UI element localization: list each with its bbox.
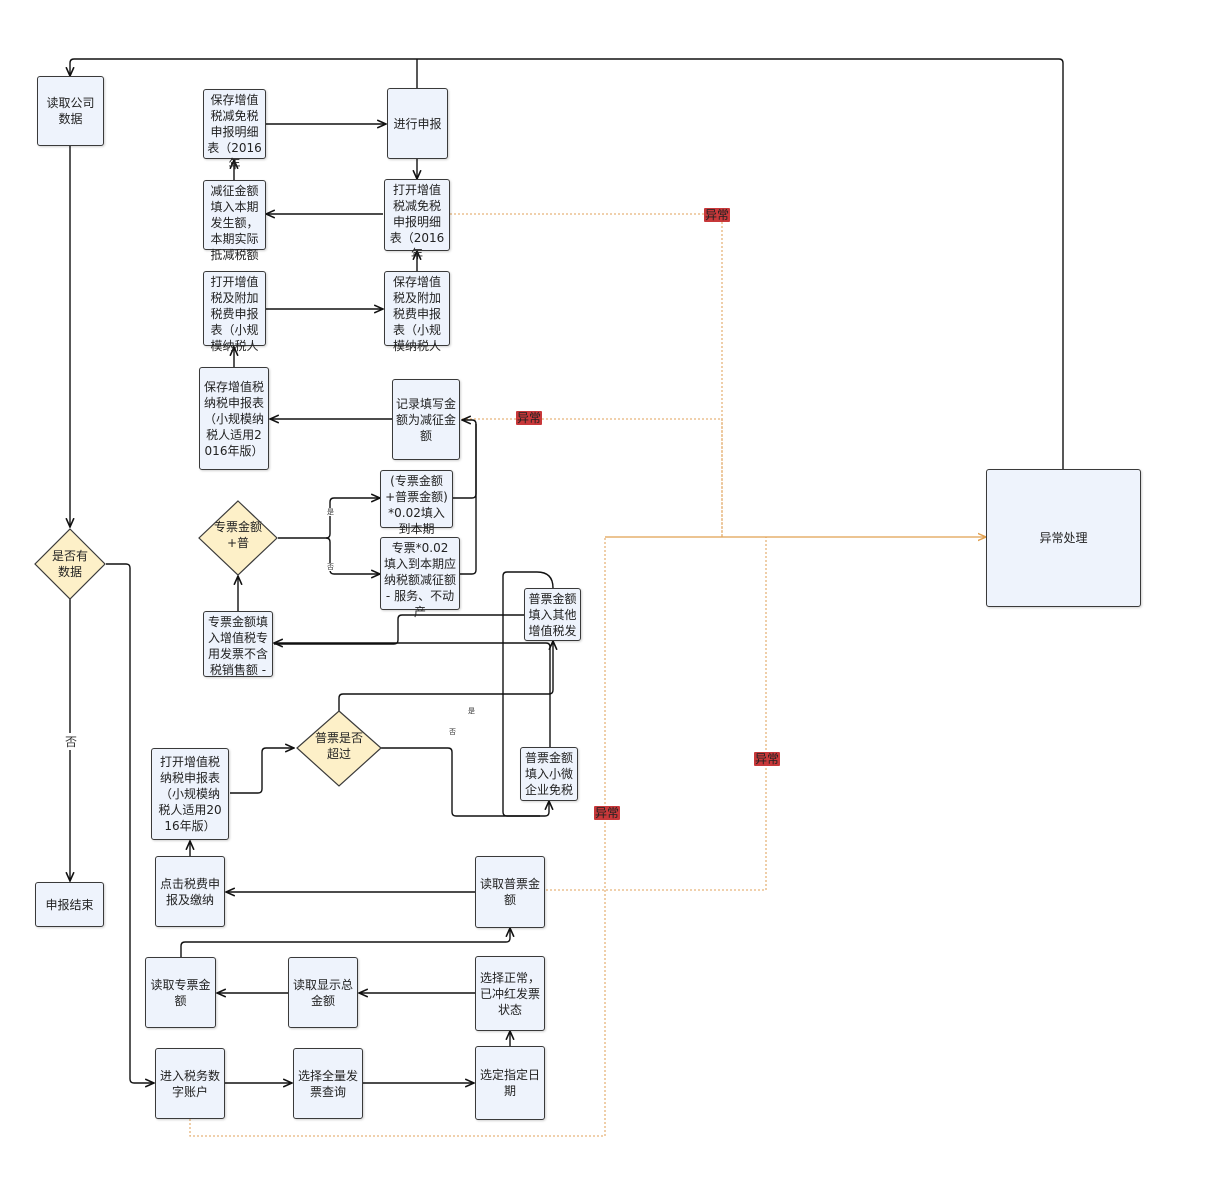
edge-loop-to-special-fill [274,643,551,647]
node-exception[interactable]: 异常处理 [986,469,1141,607]
node-open-surtax[interactable]: 打开增值税及附加税费申报表（小规模纳税人 [203,271,266,353]
general-exceed-label: 普票是否超过 [315,731,364,761]
edge-diamond-to-calc [278,498,380,539]
general-exceed-diamond[interactable] [296,710,382,787]
edge-general-other-loop [502,571,554,817]
edge-open-exempt-to-exception [450,213,723,537]
node-open-vat-exempt[interactable]: 打开增值税减免税申报明细表（2016年 [384,179,450,261]
node-read-special[interactable]: 读取专票金额 [145,957,216,1028]
node-special-fill[interactable]: 专票金额填入增值税专用发票不含税销售额 - [203,611,273,677]
edge-record-to-exception [462,418,723,537]
node-record-amount[interactable]: 记录填写金额为减征金额 [392,379,460,460]
node-read-general[interactable]: 读取普票金额 [475,856,545,928]
edge-general-other-to-special-fill [274,614,524,645]
node-do-declare[interactable]: 进行申报 [387,88,448,159]
node-enter-account[interactable]: 进入税务数字账户 [155,1048,225,1119]
node-end[interactable]: 申报结束 [35,882,104,927]
edge-exceed-yes [338,641,553,711]
exception-tag-4: 异常 [594,806,621,820]
node-save-surtax[interactable]: 保存增值税及附加税费申报表（小规模纳税人 [384,271,450,353]
edge-hasdata-yes [106,563,154,1083]
exception-tag-2: 异常 [516,411,543,425]
node-read-company[interactable]: 读取公司数据 [37,76,104,146]
edge-open-return-to-exceed [230,748,294,794]
node-save-vat-exempt[interactable]: 保存增值税减免税申报明细表（2016年 [203,89,266,171]
node-select-query[interactable]: 选择全量发票查询 [293,1048,363,1119]
node-general-other[interactable]: 普票金额填入其他增值税发 [524,588,581,641]
edge-read-special-to-read-general [180,928,510,957]
node-calc-formula[interactable]: (专票金额+普票金额)*0.02填入到本期 [380,470,453,536]
edge-label-yes-calc: 是 [326,508,335,516]
edge-label-no: 否 [64,733,79,750]
edge-account-to-exception [189,537,606,1137]
node-read-total[interactable]: 读取显示总金额 [288,957,358,1028]
exception-tag-3: 异常 [754,752,781,766]
node-select-date[interactable]: 选定指定日期 [475,1046,545,1120]
edge-exception-to-read-company [70,58,1064,469]
special-plus-diamond[interactable] [198,500,278,576]
edge-label-yes-exceed: 是 [467,707,476,715]
node-fill-reduction[interactable]: 减征金额填入本期发生额，本期实际抵减税额 [203,180,266,262]
edge-read-general-to-exception [546,537,767,891]
special-plus-label: 专票金额+普 [213,520,262,550]
has-data-diamond[interactable] [34,528,106,600]
node-click-tax[interactable]: 点击税费申报及缴纳 [155,856,225,927]
node-open-vat-return[interactable]: 打开增值税纳税申报表（小规模纳税人适用2016年版） [151,748,229,840]
node-special-formula[interactable]: 专票*0.02 填入到本期应纳税额减征额 - 服务、不动产 [380,537,460,619]
edge-special-to-record [460,424,477,575]
edge-label-no-exceed: 否 [448,728,457,736]
edge-exceed-no [381,747,549,817]
node-save-vat-return[interactable]: 保存增值税纳税申报表（小规模纳税人适用2016年版） [199,367,269,470]
exception-tag-1: 异常 [704,208,731,222]
node-general-small[interactable]: 普票金额填入小微企业免税 [520,747,578,801]
node-select-status[interactable]: 选择正常，已冲红发票状态 [475,956,545,1031]
has-data-label: 是否有数据 [51,549,88,579]
edge-label-no-special: 否 [326,563,335,571]
